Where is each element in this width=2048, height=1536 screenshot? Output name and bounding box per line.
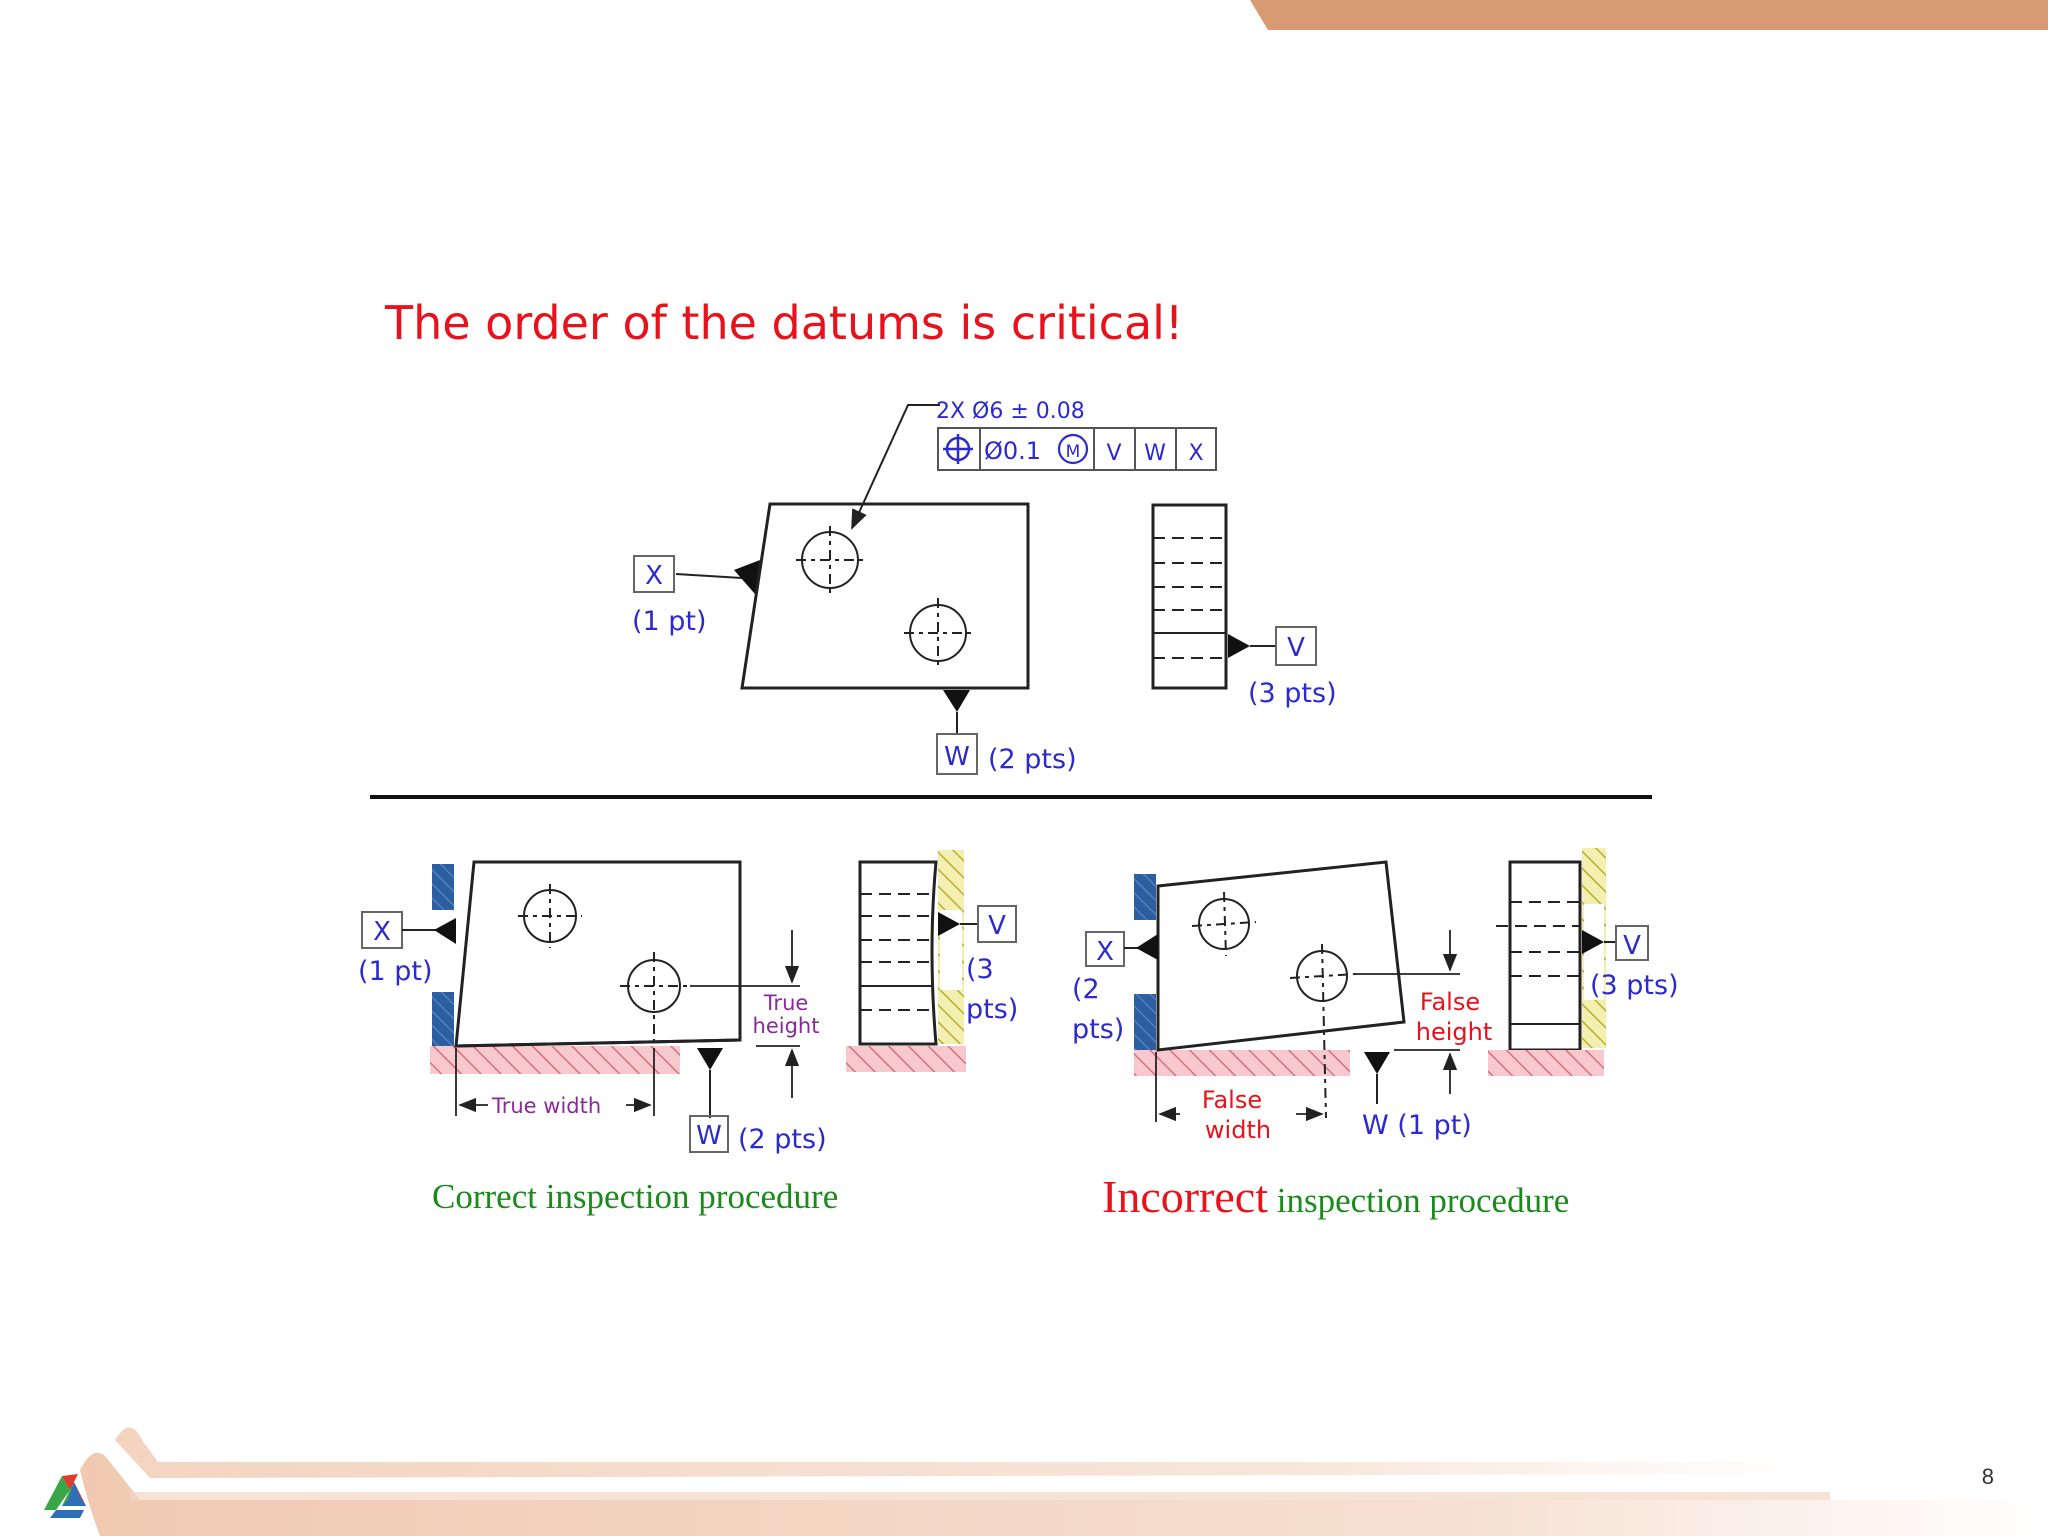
logo-icon [44, 1474, 86, 1518]
fcf-modifier: M [1066, 442, 1081, 462]
incorrect-datum-w-points: W (1 pt) [1362, 1110, 1472, 1141]
incorrect-drawing [1085, 848, 1649, 1122]
fcf-datum-3: X [1188, 441, 1203, 466]
incorrect-datum-x-points-2: pts) [1072, 1014, 1124, 1045]
position-symbol-icon [943, 434, 973, 464]
correct-datum-x-letter: X [373, 917, 391, 947]
incorrect-caption-rest: inspection procedure [1268, 1181, 1569, 1220]
fcf-tolerance: Ø0.1 [984, 437, 1041, 465]
incorrect-datum-x-letter: X [1096, 937, 1114, 967]
incorrect-caption: Incorrect inspection procedure [1102, 1171, 1569, 1222]
correct-datum-x-points: (1 pt) [358, 956, 433, 987]
false-height-label-2: height [1416, 1018, 1493, 1046]
header-band [1250, 0, 2048, 30]
top-datum-x-letter: X [645, 561, 663, 591]
correct-drawing [361, 850, 1017, 1153]
footer-swoosh [80, 1427, 2048, 1536]
incorrect-datum-x-points-1: (2 [1072, 974, 1100, 1005]
top-datum-x-points: (1 pt) [632, 606, 707, 637]
correct-caption: Correct inspection procedure [432, 1177, 838, 1216]
hole-callout: 2X Ø6 ± 0.08 [936, 399, 1085, 424]
false-width-label-2: width [1205, 1116, 1271, 1144]
true-width-label: True width [491, 1094, 601, 1118]
incorrect-caption-word: Incorrect [1102, 1171, 1268, 1222]
incorrect-datum-v-points: (3 pts) [1590, 970, 1679, 1001]
top-datum-v-letter: V [1287, 633, 1305, 663]
correct-datum-w-points: (2 pts) [738, 1124, 827, 1155]
page-number: 8 [1981, 1464, 1994, 1489]
false-height-label-1: False [1420, 988, 1480, 1016]
fcf-datum-2: W [1144, 441, 1166, 466]
top-drawing [633, 404, 1317, 775]
slide-title: The order of the datums is critical! [385, 296, 1184, 350]
correct-datum-v-letter: V [988, 911, 1006, 941]
true-height-label-1: True [763, 991, 809, 1015]
top-datum-w-letter: W [944, 742, 970, 772]
fcf-datum-1: V [1106, 441, 1121, 466]
correct-datum-v-points-2: pts) [966, 994, 1018, 1025]
false-width-label-1: False [1202, 1086, 1262, 1114]
mmc-modifier-icon [1057, 433, 1089, 465]
top-datum-v-points: (3 pts) [1248, 678, 1337, 709]
correct-datum-v-points-1: (3 [966, 954, 994, 985]
top-datum-w-points: (2 pts) [988, 744, 1077, 775]
correct-datum-w-letter: W [696, 1121, 722, 1151]
true-height-label-2: height [753, 1014, 820, 1038]
incorrect-datum-v-letter: V [1623, 931, 1641, 961]
